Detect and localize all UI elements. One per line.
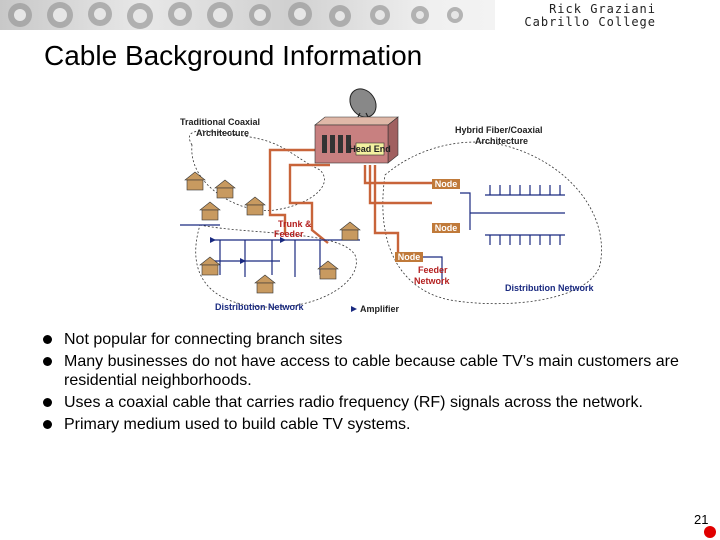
house-icon (339, 221, 361, 241)
node-2-label: Node (435, 223, 458, 233)
house-icons (184, 171, 361, 294)
house-icon (244, 196, 266, 216)
house-icon (214, 179, 236, 199)
house-icon (254, 274, 276, 294)
bullet-item: Primary medium used to build cable TV sy… (40, 415, 690, 434)
hybrid-label-line2: Architecture (475, 136, 528, 146)
bullet-item: Not popular for connecting branch sites (40, 330, 690, 349)
distribution-label-left: Distribution Network (215, 302, 304, 312)
house-icon (317, 260, 339, 280)
amplifier-icon (210, 237, 216, 243)
nav-dot-icon[interactable] (704, 526, 716, 538)
feeder-lines (180, 185, 565, 285)
header-banner: Rick Graziani Cabrillo College (0, 0, 720, 30)
bullet-text: Not popular for connecting branch sites (64, 331, 343, 348)
distribution-label-right: Distribution Network (505, 283, 594, 293)
node-3: Node (395, 252, 423, 262)
head-end-label: Head End (349, 144, 391, 154)
bullet-item: Uses a coaxial cable that carries radio … (40, 393, 690, 412)
amplifier-icon (240, 258, 246, 264)
amplifier-icon (351, 306, 357, 312)
hybrid-boundary (382, 141, 602, 305)
hybrid-label-line1: Hybrid Fiber/Coaxial (455, 125, 543, 135)
cable-network-diagram: Head End Node Node Node Traditional Coax… (180, 88, 602, 314)
feeder-label-line2: Network (414, 276, 451, 286)
amplifier-label: Amplifier (360, 304, 400, 314)
node-3-label: Node (398, 252, 421, 262)
trunk-label-line2: Feeder (274, 229, 304, 239)
trunk-label-line1: Trunk & (278, 219, 312, 229)
banner-decoration (8, 2, 463, 29)
trunk-lines (268, 148, 432, 257)
house-icon (184, 171, 206, 191)
traditional-label-line2: Architecture (196, 128, 249, 138)
feeder-label-line1: Feeder (418, 265, 448, 275)
bullet-item: Many businesses do not have access to ca… (40, 352, 690, 390)
author-box: Rick Graziani Cabrillo College (495, 0, 720, 30)
traditional-boundary (189, 130, 325, 211)
house-icon (199, 256, 221, 276)
bullet-dot-icon (43, 335, 52, 344)
head-end-building: Head End (314, 116, 399, 164)
bullet-text: Primary medium used to build cable TV sy… (64, 416, 411, 433)
bullet-text: Uses a coaxial cable that carries radio … (64, 394, 643, 411)
amplifier-icon (280, 237, 286, 243)
page-number: 21 (694, 512, 709, 527)
node-1: Node (432, 179, 460, 189)
house-icon (199, 201, 221, 221)
slide-title: Cable Background Information (44, 40, 423, 71)
node-1-label: Node (435, 179, 458, 189)
author-name: Rick Graziani (549, 2, 656, 16)
bullet-list: Not popular for connecting branch sites … (40, 330, 690, 437)
amplifier-icons (210, 237, 357, 312)
bullet-text: Many businesses do not have access to ca… (64, 353, 679, 389)
author-institution: Cabrillo College (524, 15, 656, 29)
traditional-label-line1: Traditional Coaxial (180, 117, 260, 127)
bullet-dot-icon (43, 398, 52, 407)
node-2: Node (432, 223, 460, 233)
bullet-dot-icon (43, 420, 52, 429)
bullet-dot-icon (43, 357, 52, 366)
